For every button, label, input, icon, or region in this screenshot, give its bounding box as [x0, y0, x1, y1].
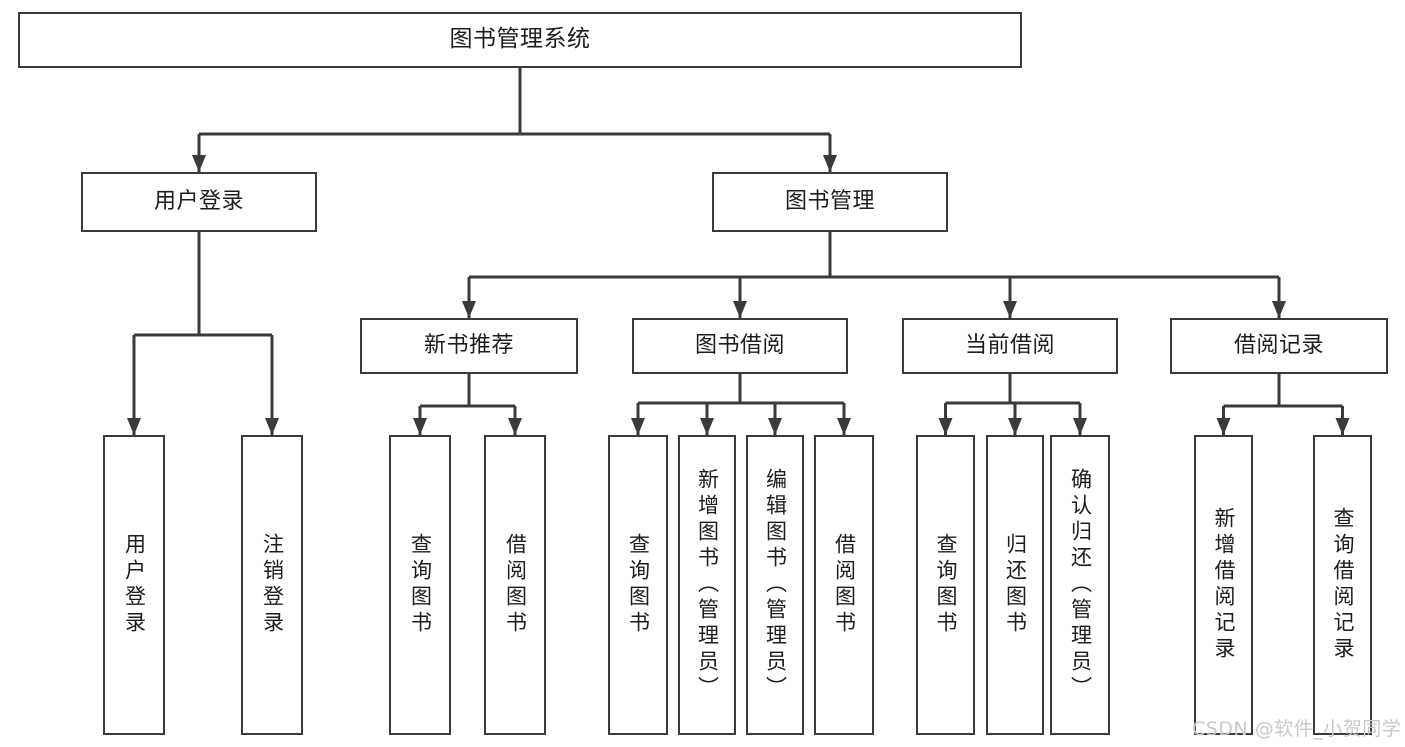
- node-borrow-record[interactable]: 借阅记录: [1170, 318, 1388, 374]
- node-borrow-record-label: 借阅记录: [1233, 333, 1324, 359]
- node-book-borrow[interactable]: 图书借阅: [632, 318, 848, 374]
- node-leaf-query-book-3[interactable]: 查询图书: [916, 435, 975, 735]
- node-leaf-confirm-return[interactable]: 确认归还（管理员）: [1050, 435, 1110, 735]
- node-leaf-query-book-3-label: 查询图书: [934, 533, 959, 637]
- node-leaf-add-book-label: 新增图书（管理员）: [695, 468, 720, 702]
- node-leaf-query-book-2[interactable]: 查询图书: [608, 435, 668, 735]
- node-leaf-query-book-1[interactable]: 查询图书: [389, 435, 451, 735]
- node-leaf-edit-book[interactable]: 编辑图书（管理员）: [746, 435, 804, 735]
- node-leaf-return-book-label: 归还图书: [1003, 533, 1028, 637]
- node-book-borrow-label: 图书借阅: [694, 333, 785, 359]
- node-leaf-query-borrow-record-label: 查询借阅记录: [1331, 507, 1356, 663]
- node-leaf-borrow-book-2-label: 借阅图书: [832, 533, 857, 637]
- node-leaf-edit-book-label: 编辑图书（管理员）: [763, 468, 788, 702]
- node-leaf-confirm-return-label: 确认归还（管理员）: [1068, 468, 1093, 702]
- node-leaf-user-logout[interactable]: 注销登录: [241, 435, 303, 735]
- node-leaf-query-borrow-record[interactable]: 查询借阅记录: [1313, 435, 1372, 735]
- node-leaf-user-login[interactable]: 用户登录: [103, 435, 165, 735]
- node-leaf-borrow-book-1[interactable]: 借阅图书: [484, 435, 546, 735]
- node-user-login[interactable]: 用户登录: [81, 172, 317, 232]
- node-leaf-borrow-book-1-label: 借阅图书: [503, 533, 528, 637]
- node-new-book-recommend[interactable]: 新书推荐: [360, 318, 578, 374]
- node-new-book-recommend-label: 新书推荐: [423, 333, 514, 359]
- node-leaf-user-login-label: 用户登录: [122, 533, 147, 637]
- node-current-borrow[interactable]: 当前借阅: [902, 318, 1118, 374]
- node-leaf-user-logout-label: 注销登录: [260, 533, 285, 637]
- node-leaf-borrow-book-2[interactable]: 借阅图书: [814, 435, 874, 735]
- node-root[interactable]: 图书管理系统: [18, 12, 1022, 68]
- node-leaf-query-book-1-label: 查询图书: [408, 533, 433, 637]
- node-root-label: 图书管理系统: [449, 26, 591, 53]
- node-book-manage-label: 图书管理: [784, 189, 875, 215]
- node-leaf-add-book[interactable]: 新增图书（管理员）: [678, 435, 736, 735]
- node-book-manage[interactable]: 图书管理: [712, 172, 948, 232]
- node-current-borrow-label: 当前借阅: [964, 333, 1055, 359]
- node-leaf-add-borrow-record[interactable]: 新增借阅记录: [1194, 435, 1253, 735]
- node-user-login-label: 用户登录: [153, 189, 244, 215]
- node-leaf-return-book[interactable]: 归还图书: [986, 435, 1044, 735]
- watermark: CSDN @软件_小贺同学: [1192, 718, 1402, 740]
- node-leaf-query-book-2-label: 查询图书: [626, 533, 651, 637]
- node-leaf-add-borrow-record-label: 新增借阅记录: [1212, 507, 1237, 663]
